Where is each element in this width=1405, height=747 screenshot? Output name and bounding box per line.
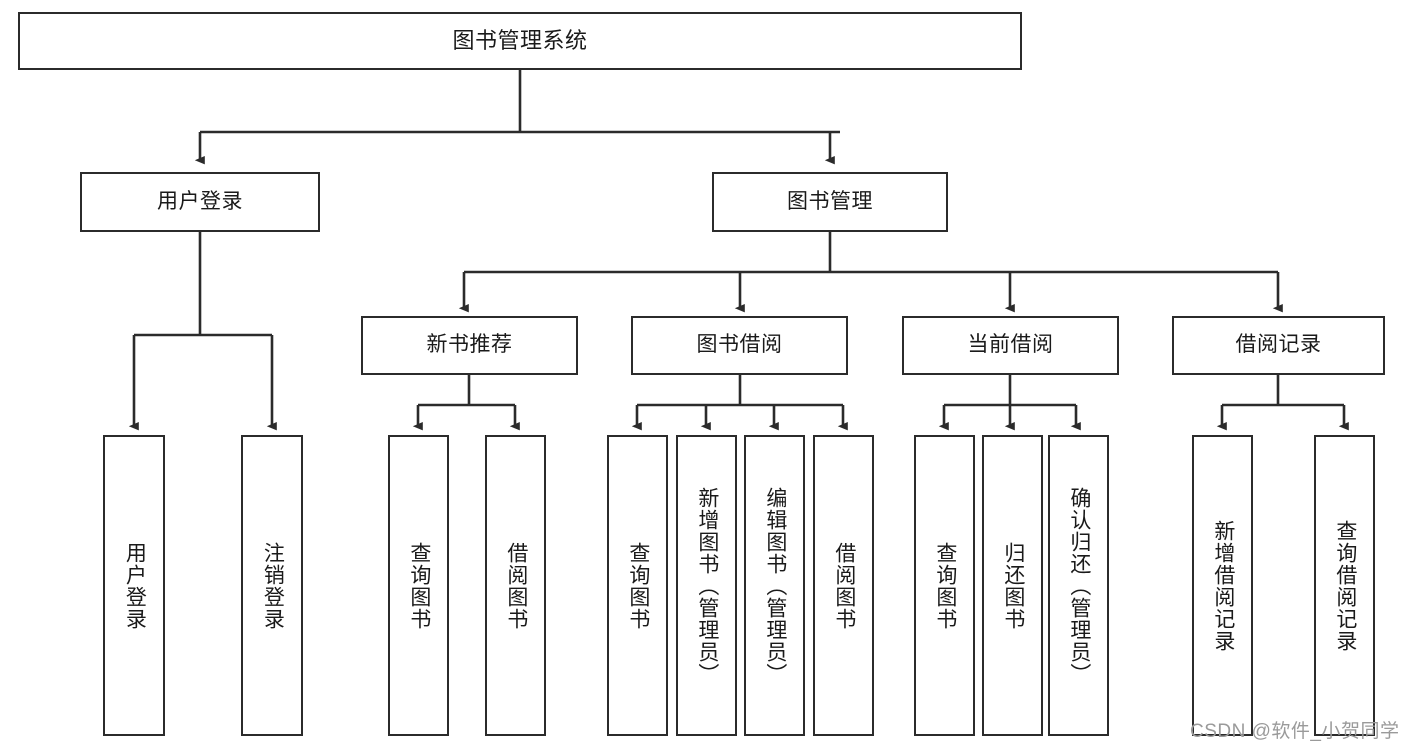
leaf-record-add-borrow-record[interactable]: 新增借阅记录 <box>1192 435 1253 736</box>
leaf-recommend-borrow-book[interactable]: 借阅图书 <box>485 435 546 736</box>
leaf-borrow-query-book[interactable]: 查询图书 <box>607 435 668 736</box>
node-borrow-record[interactable]: 借阅记录 <box>1172 316 1385 375</box>
node-label: 查询借阅记录 <box>1333 519 1357 652</box>
leaf-user-login-login[interactable]: 用户登录 <box>103 435 165 736</box>
node-label: 注销登录 <box>261 541 285 630</box>
leaf-recommend-query-book[interactable]: 查询图书 <box>388 435 449 736</box>
node-new-book-recommend[interactable]: 新书推荐 <box>361 316 578 375</box>
leaf-borrow-borrow-book[interactable]: 借阅图书 <box>813 435 874 736</box>
node-label: 用户登录 <box>157 189 243 213</box>
node-label: 当前借阅 <box>967 333 1054 357</box>
node-label: 借阅记录 <box>1235 333 1322 357</box>
leaf-current-confirm-return-admin[interactable]: 确认归还（管理员） <box>1048 435 1109 736</box>
node-label: 图书管理 <box>787 189 873 213</box>
node-label: 查询图书 <box>933 541 957 630</box>
node-label: 确认归还（管理员） <box>1067 486 1091 685</box>
node-label: 用户登录 <box>123 541 147 630</box>
csdn-watermark: CSDN @软件_小贺同学 <box>1190 721 1400 742</box>
node-label: 借阅图书 <box>504 541 528 630</box>
leaf-record-query-borrow-record[interactable]: 查询借阅记录 <box>1314 435 1375 736</box>
node-label: 查询图书 <box>407 541 431 630</box>
node-label: 编辑图书（管理员） <box>763 486 787 685</box>
leaf-current-query-book[interactable]: 查询图书 <box>914 435 975 736</box>
node-label: 新增借阅记录 <box>1211 519 1235 652</box>
node-user-login[interactable]: 用户登录 <box>80 172 320 232</box>
node-label: 新增图书（管理员） <box>695 486 719 685</box>
leaf-current-return-book[interactable]: 归还图书 <box>982 435 1043 736</box>
leaf-borrow-edit-book-admin[interactable]: 编辑图书（管理员） <box>744 435 805 736</box>
node-book-management[interactable]: 图书管理 <box>712 172 948 232</box>
node-book-borrow[interactable]: 图书借阅 <box>631 316 848 375</box>
node-label: 归还图书 <box>1001 541 1025 630</box>
node-label: 借阅图书 <box>832 541 856 630</box>
node-book-management-system[interactable]: 图书管理系统 <box>18 12 1022 70</box>
leaf-user-login-logout[interactable]: 注销登录 <box>241 435 303 736</box>
node-label: 图书管理系统 <box>452 28 588 54</box>
node-current-borrow[interactable]: 当前借阅 <box>902 316 1119 375</box>
leaf-borrow-add-book-admin[interactable]: 新增图书（管理员） <box>676 435 737 736</box>
node-label: 查询图书 <box>626 541 650 630</box>
node-label: 新书推荐 <box>426 333 513 357</box>
node-label: 图书借阅 <box>696 333 783 357</box>
